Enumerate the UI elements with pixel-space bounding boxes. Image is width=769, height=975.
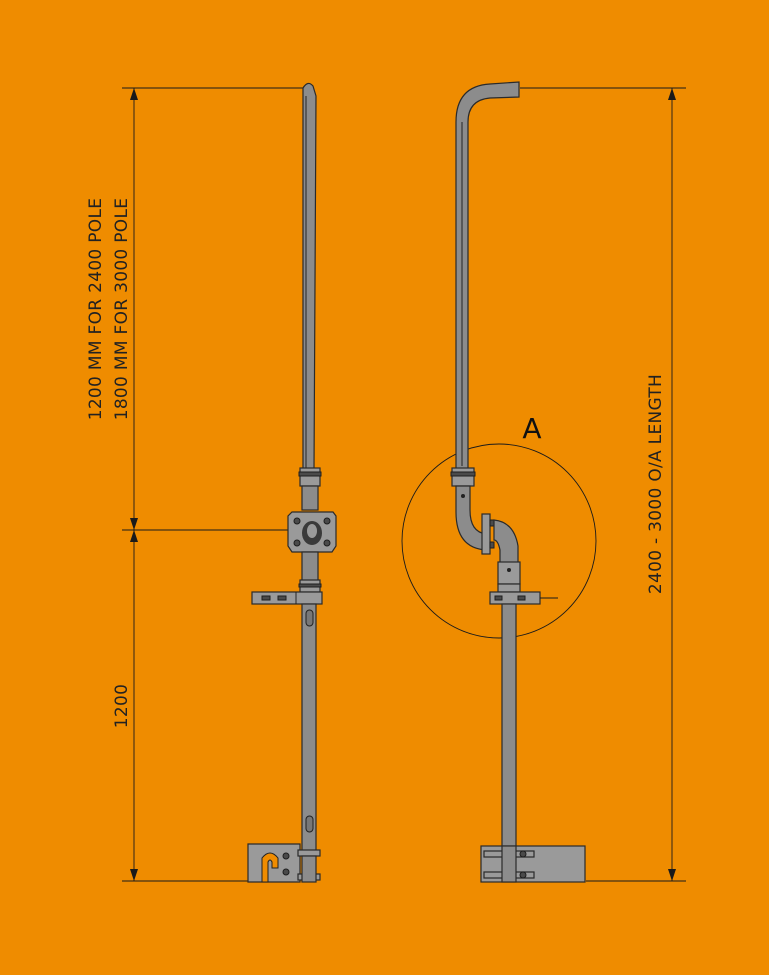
right-lower-pipe	[501, 603, 517, 855]
right-dimension-lines	[520, 87, 686, 882]
left-wall-bracket	[251, 591, 323, 605]
left-dimension-lines	[122, 87, 308, 882]
left-upper-pipe	[302, 82, 317, 471]
right-pole-view	[450, 81, 586, 883]
left-pole-view	[247, 82, 337, 883]
left-upper-coupling	[299, 467, 321, 487]
right-flange	[481, 513, 491, 555]
upper-dimension-label-line1: 1200 MM FOR 2400 POLE	[86, 198, 106, 421]
detail-a-circle	[401, 443, 597, 639]
right-upper-coupling	[451, 467, 475, 487]
lower-dimension-label: 1200	[112, 684, 132, 728]
right-lower-coupling	[497, 583, 521, 593]
overall-length-label: 2400 - 3000 O/A LENGTH	[646, 374, 666, 594]
detail-a-label: A	[522, 412, 541, 445]
upper-dimension-label-line2: 1800 MM FOR 3000 POLE	[112, 198, 132, 421]
